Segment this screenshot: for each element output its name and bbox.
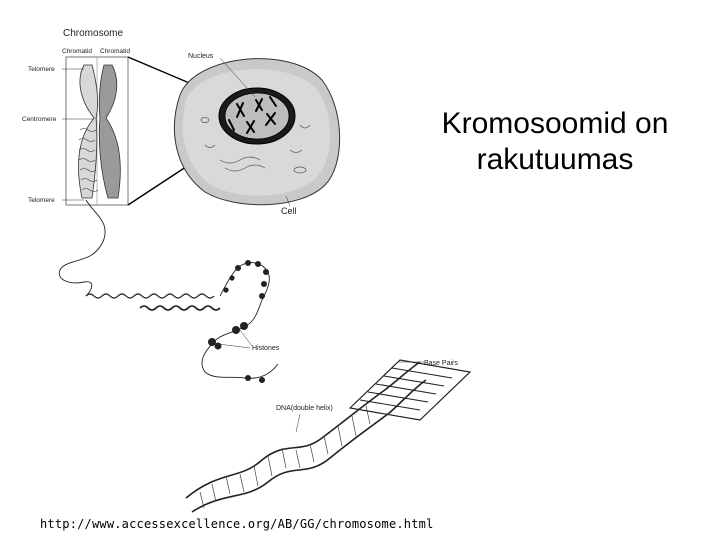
chromatid-left-shape <box>78 64 99 199</box>
chromatin-fiber <box>58 199 279 379</box>
telomere-top-label: Telomere <box>28 66 55 73</box>
source-url: http://www.accessexcellence.org/AB/GG/ch… <box>40 517 434 531</box>
chromatid-right-shape <box>98 64 121 199</box>
centromere-label: Centromere <box>22 116 57 123</box>
nucleosome-beads <box>208 260 269 383</box>
base-pairs-label: Base Pairs <box>424 360 458 367</box>
cell-label: Cell <box>281 206 297 216</box>
chromatid-left-label: Chromatid <box>62 48 92 55</box>
dna-double-helix: Base Pairs DNA(double helix) <box>185 359 472 513</box>
slide-title: Kromosoomid on rakutuumas <box>410 106 700 178</box>
nucleus-label: Nucleus <box>188 53 214 60</box>
dna-label: DNA(double helix) <box>276 405 333 412</box>
histones-label: Histones <box>252 345 280 352</box>
chromosome-label: Chromosome <box>63 28 123 39</box>
cell: Nucleus Cell <box>174 53 341 216</box>
chromatid-right-label: Chromatid <box>100 48 130 55</box>
chromosome-panel: Chromosome Chromatid Chromatid Telomere … <box>22 28 130 206</box>
title-line-2: rakutuumas <box>476 143 634 176</box>
title-line-1: Kromosoomid on <box>441 107 669 140</box>
telomere-bottom-label: Telomere <box>28 197 55 204</box>
nucleus-inner <box>224 92 290 140</box>
